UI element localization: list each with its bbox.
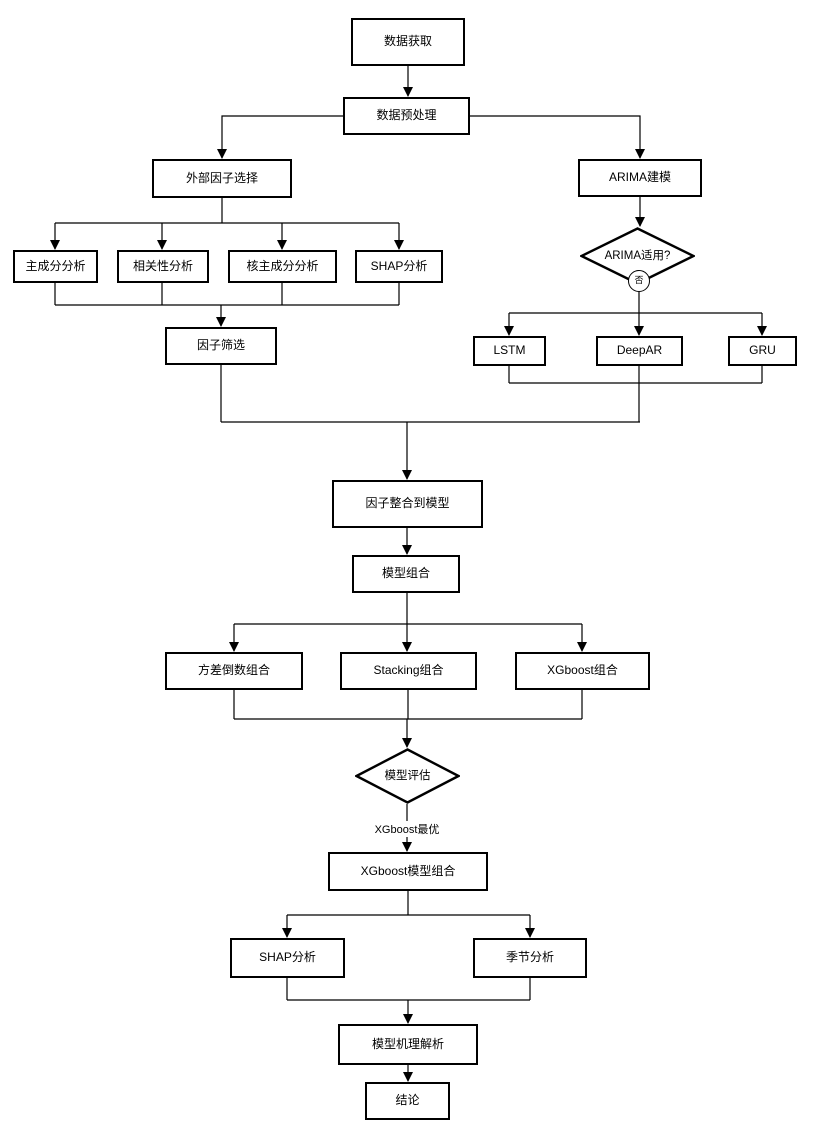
node-data-acquisition: 数据获取 xyxy=(351,18,465,66)
node-arima-modeling: ARIMA建模 xyxy=(578,159,702,197)
node-external-factor-selection: 外部因子选择 xyxy=(152,159,292,198)
node-lstm: LSTM xyxy=(473,336,546,366)
node-pca-analysis: 主成分分析 xyxy=(13,250,98,283)
node-deepar: DeepAR xyxy=(596,336,683,366)
node-stacking-combo: Stacking组合 xyxy=(340,652,477,690)
node-model-evaluation: 模型评估 xyxy=(355,748,460,804)
flow-connector xyxy=(217,115,343,159)
xgboost-optimal-label: XGboost最优 xyxy=(371,821,443,837)
node-shap-analysis-model: SHAP分析 xyxy=(230,938,345,978)
node-factor-screening: 因子筛选 xyxy=(165,327,277,365)
node-mechanism-analysis: 模型机理解析 xyxy=(338,1024,478,1065)
node-correlation-analysis: 相关性分析 xyxy=(117,250,209,283)
node-variance-inverse-combo: 方差倒数组合 xyxy=(165,652,303,690)
node-data-preprocessing: 数据预处理 xyxy=(343,97,470,135)
node-label: ARIMA适用? xyxy=(604,249,671,262)
diamond-shape xyxy=(355,748,460,804)
node-seasonal-analysis: 季节分析 xyxy=(473,938,587,978)
node-conclusion: 结论 xyxy=(365,1082,450,1120)
node-model-combination: 模型组合 xyxy=(352,555,460,593)
node-no-indicator: 否 xyxy=(628,270,650,292)
node-xgboost-combo: XGboost组合 xyxy=(515,652,650,690)
node-kernel-pca-analysis: 核主成分分析 xyxy=(228,250,337,283)
flow-connector xyxy=(470,115,645,159)
node-xgboost-model-combo: XGboost模型组合 xyxy=(328,852,488,891)
node-label: 模型评估 xyxy=(384,769,431,782)
node-factor-integration: 因子整合到模型 xyxy=(332,480,483,528)
node-gru: GRU xyxy=(728,336,797,366)
node-shap-analysis-factor: SHAP分析 xyxy=(355,250,443,283)
